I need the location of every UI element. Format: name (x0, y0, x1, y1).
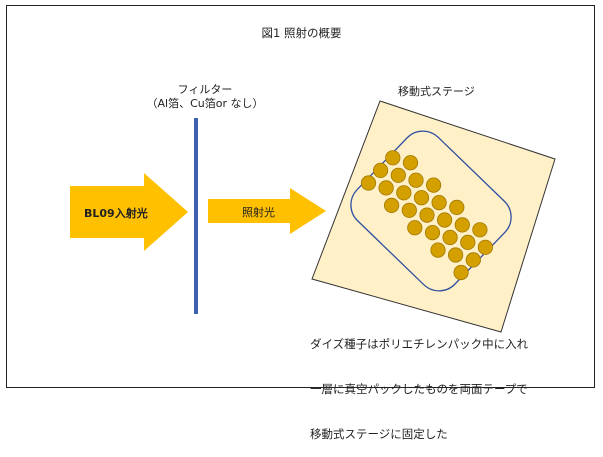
soybean-seed (442, 229, 458, 246)
soybean-seed (460, 234, 476, 250)
soybean-seed (385, 150, 401, 166)
soybean-seed (383, 197, 400, 213)
soybean-seed (402, 155, 419, 171)
filter-bar (194, 118, 198, 314)
soybean-seed (425, 177, 442, 193)
figure-title: 図1 照射の概要 (261, 26, 342, 40)
soybean-seed (372, 162, 389, 178)
soybean-seed (419, 207, 435, 223)
seed-cluster (360, 150, 493, 281)
soybean-seed (431, 195, 447, 211)
filter-label: フィルター (177, 83, 233, 96)
outgoing-beam-arrow (208, 188, 326, 234)
figure-frame (6, 5, 595, 388)
sample-note-line: 移動式ステージに固定した (310, 427, 448, 441)
soybean-seed (453, 264, 469, 281)
soybean-seed (390, 167, 406, 183)
diagram-canvas (70, 100, 556, 333)
soybean-seed (408, 172, 424, 188)
sample-note-line: 一層に真空パックしたものを両面テープで (310, 382, 528, 396)
outgoing-beam-label: 照射光 (242, 206, 275, 219)
incoming-beam-label: BL09入射光 (84, 207, 148, 220)
soybean-seed (472, 222, 488, 238)
soybean-seed (378, 180, 394, 196)
soybean-seed (401, 202, 417, 218)
soybean-seed (396, 185, 412, 201)
soybean-seed (465, 252, 481, 268)
soybean-seed (449, 199, 465, 215)
incoming-beam-arrow (70, 173, 188, 251)
soybean-seed (360, 175, 377, 191)
soybean-seed (413, 190, 430, 206)
stage-label: 移動式ステージ (398, 85, 475, 98)
sample-note: ダイズ種子はポリエチレンパック中に入れ 一層に真空パックしたものを両面テープで … (310, 307, 528, 457)
soybean-seed (447, 247, 464, 263)
soybean-seed (424, 225, 441, 241)
sample-note-line: ダイズ種子はポリエチレンパック中に入れ (310, 337, 529, 351)
soybean-seed (454, 217, 470, 233)
soybean-seed (407, 220, 423, 236)
soybean-seed (430, 242, 446, 258)
filter-options-label: （Al箔、Cu箔or なし） (146, 97, 264, 110)
soybean-seed (436, 212, 453, 228)
soybean-seed (477, 239, 493, 255)
